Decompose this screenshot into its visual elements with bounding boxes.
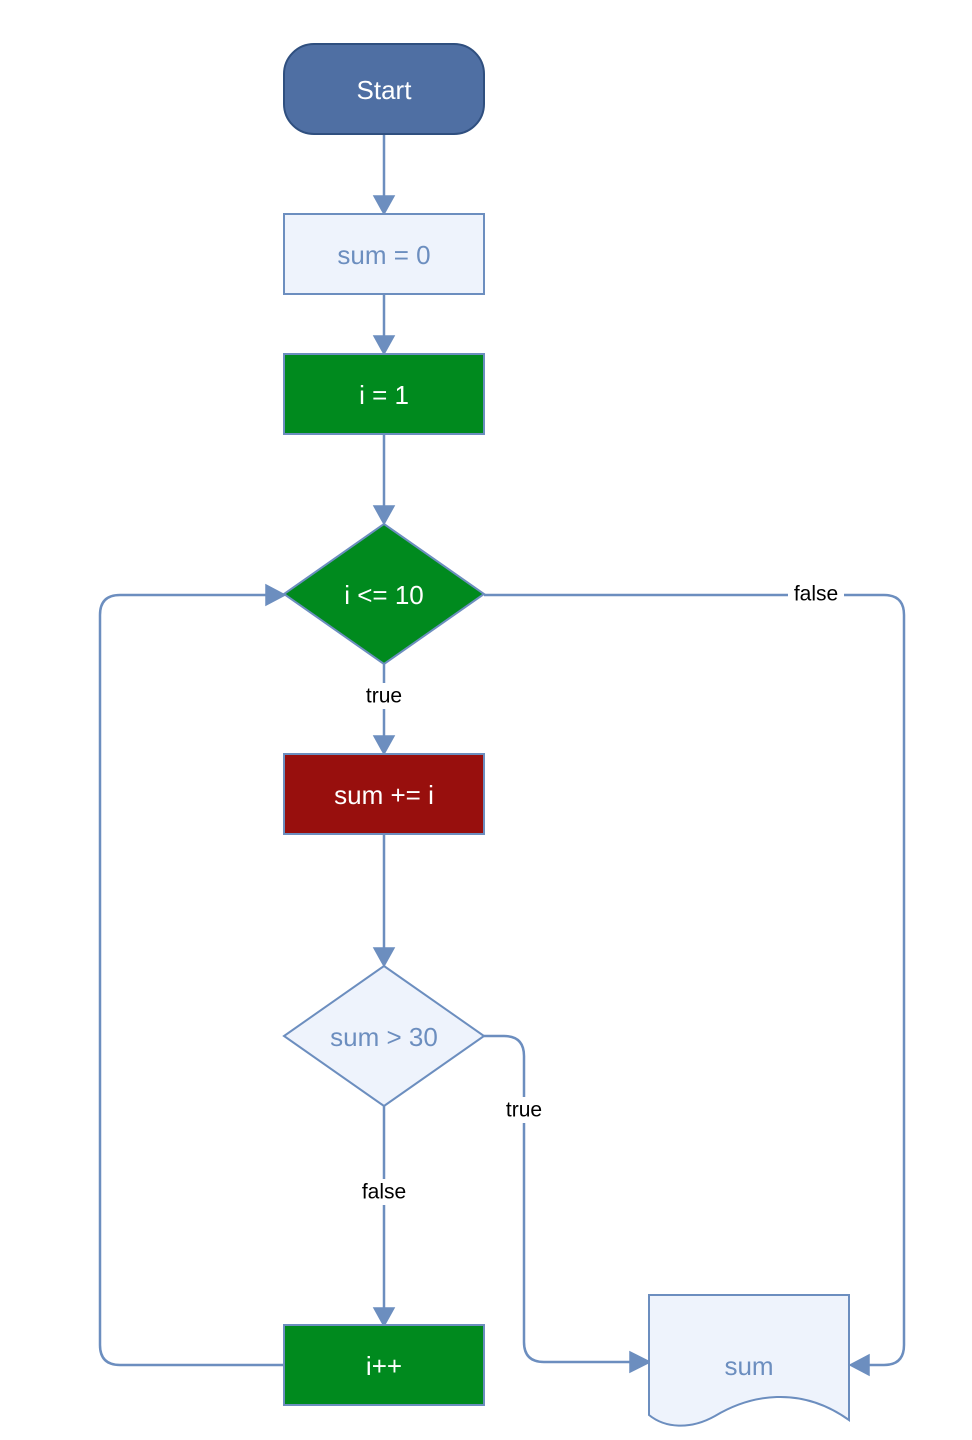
node-add-label: sum += i: [334, 780, 434, 810]
node-init-i-label: i = 1: [359, 380, 409, 410]
arrowhead-output-right: [848, 1353, 870, 1377]
output-document-shape: [648, 1294, 850, 1427]
node-cond-sum-label: sum > 30: [330, 1022, 438, 1052]
node-cond-sum[interactable]: sum > 30: [282, 964, 486, 1108]
node-init-i[interactable]: i = 1: [283, 353, 485, 435]
arrowhead-cond-i: [372, 505, 396, 526]
edges: [98, 134, 906, 1377]
node-cond-i-label: i <= 10: [344, 580, 424, 610]
edge-label-cond-sum-true: true: [506, 1099, 542, 1122]
node-increment-label: i++: [366, 1351, 402, 1381]
node-add[interactable]: sum += i: [283, 753, 485, 835]
node-start[interactable]: Start: [283, 43, 485, 135]
node-output[interactable]: sum: [648, 1294, 850, 1427]
nodes: Start sum = 0 i = 1 i <= 10 sum += i sum…: [282, 43, 850, 1427]
label-bg-cond-i-false: [788, 581, 844, 607]
arrowhead-init-i: [372, 335, 396, 356]
start-terminator-shape: [283, 43, 485, 135]
label-bg-cond-i-true: [358, 683, 410, 709]
edge-cond-sum-true: [484, 1034, 634, 1364]
edge-label-cond-i-true: true: [366, 685, 402, 708]
arrowhead-init-sum: [372, 195, 396, 216]
node-start-label: Start: [357, 75, 413, 105]
arrowhead-output-left: [629, 1350, 652, 1374]
arrowhead-loop: [265, 583, 287, 607]
node-init-sum[interactable]: sum = 0: [283, 213, 485, 295]
arrowhead-increment: [372, 1307, 396, 1328]
node-cond-i[interactable]: i <= 10: [282, 522, 486, 666]
cond-i-decision-shape: [282, 522, 486, 666]
edge-cond-i-false: [484, 593, 906, 1367]
node-output-label: sum: [724, 1351, 773, 1381]
arrowhead-cond-sum: [372, 947, 396, 968]
cond-sum-decision-shape: [282, 964, 486, 1108]
edge-label-cond-sum-false: false: [362, 1181, 406, 1204]
arrowhead-add: [372, 735, 396, 756]
label-bg-cond-sum-false: [354, 1179, 414, 1205]
init-i-process-shape: [283, 353, 485, 435]
edge-label-cond-i-false: false: [794, 583, 838, 606]
add-process-shape: [283, 753, 485, 835]
node-increment[interactable]: i++: [283, 1324, 485, 1406]
edge-loop-back: [98, 593, 284, 1367]
init-sum-process-shape: [283, 213, 485, 295]
node-init-sum-label: sum = 0: [337, 240, 430, 270]
label-bg-cond-sum-true: [498, 1097, 550, 1123]
edge-labels: true false true false: [354, 581, 844, 1205]
increment-process-shape: [283, 1324, 485, 1406]
